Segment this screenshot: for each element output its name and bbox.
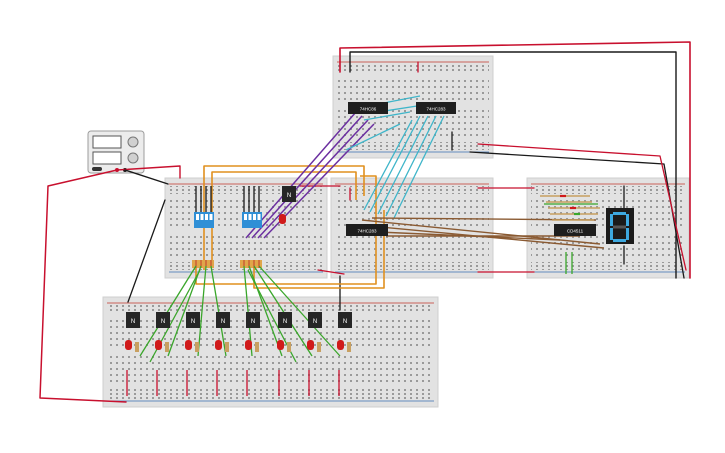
resistor-array-b	[240, 260, 262, 268]
segment-resistors	[540, 194, 600, 221]
brown-wires	[361, 217, 605, 249]
transistor-1[interactable]: N	[126, 312, 140, 328]
transistor-label: N	[191, 319, 195, 325]
transistor-label: N	[313, 319, 317, 325]
chip-u4-label: CD4511	[567, 229, 584, 234]
transistor-7[interactable]: N	[308, 312, 322, 328]
chip-u4[interactable]: CD4511	[554, 224, 596, 236]
transistor-2[interactable]: N	[156, 312, 170, 328]
transistor-label: N	[161, 319, 165, 325]
led-5	[245, 340, 259, 396]
dip-switch-b[interactable]	[242, 212, 262, 228]
transistor-label: N	[251, 319, 255, 325]
chip-u1-label: 74HC86	[360, 107, 377, 112]
transistor-6[interactable]: N	[278, 312, 292, 328]
led-8	[337, 340, 351, 396]
led-6	[277, 340, 291, 396]
transistor-label: N	[283, 319, 287, 325]
dip-switch-a[interactable]	[194, 212, 214, 228]
led-7	[307, 340, 321, 396]
chip-u3-label: 74HC283	[357, 229, 377, 234]
led-4	[215, 340, 229, 396]
chip-u2[interactable]: 74HC283	[416, 102, 456, 114]
led-3	[185, 340, 199, 396]
transistor-label: N	[343, 319, 347, 325]
transistor-label: N	[221, 319, 225, 325]
transistor-top-label: N	[287, 193, 291, 199]
chip-u2-label: 74HC283	[426, 107, 446, 112]
switch-pullup-wires	[195, 186, 260, 212]
chip-u1[interactable]: 74HC86	[348, 102, 388, 114]
cyan-wires	[345, 95, 445, 219]
led-2	[155, 340, 169, 396]
transistor-4[interactable]: N	[216, 312, 230, 328]
transistor-top[interactable]: N	[282, 186, 296, 202]
transistor-5[interactable]: N	[246, 312, 260, 328]
power-wires	[39, 41, 691, 403]
seven-segment-display	[606, 208, 634, 244]
transistor-8[interactable]: N	[338, 312, 352, 328]
transistor-label: N	[131, 319, 135, 325]
led-1	[125, 340, 139, 396]
power-supply-icon[interactable]	[87, 130, 145, 174]
transistor-3[interactable]: N	[186, 312, 200, 328]
chip-u3[interactable]: 74HC283	[346, 224, 388, 236]
led-status	[279, 214, 286, 224]
